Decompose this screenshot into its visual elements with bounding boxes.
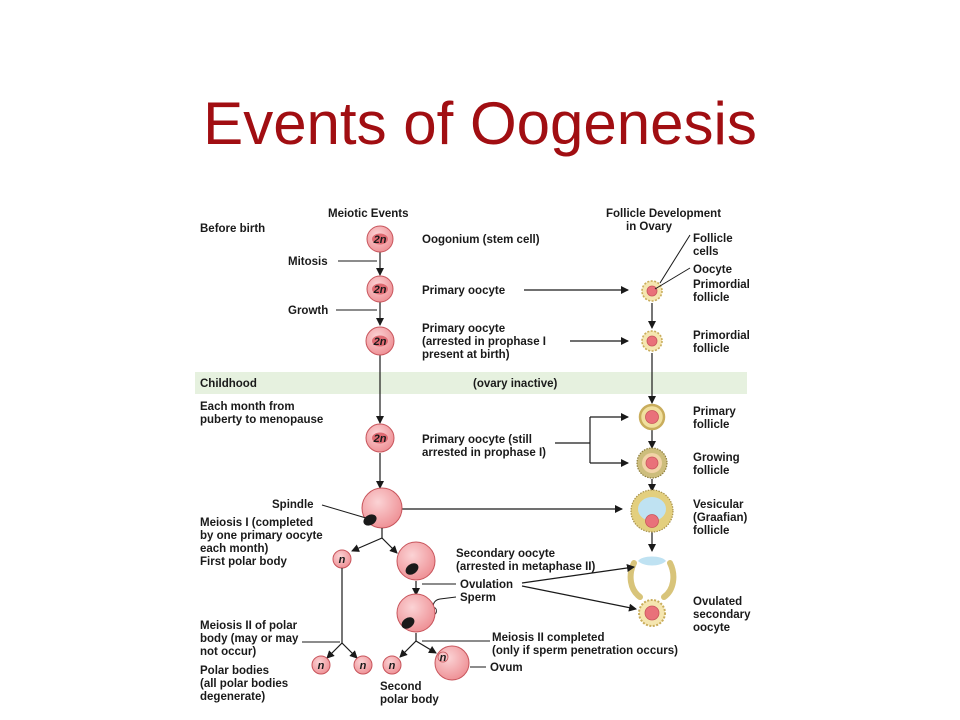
cell-secondary-oocyte-fertilized	[396, 593, 436, 633]
label-polar-bodies-line3: degenerate)	[200, 691, 265, 703]
label-mitosis: Mitosis	[288, 256, 328, 268]
follicle-ovulated-oocyte	[638, 599, 666, 627]
svg-text:n: n	[360, 660, 367, 672]
label-meiosis2-polar-line3: not occur)	[200, 646, 256, 658]
label-still-line1: Primary oocyte (still	[422, 434, 532, 446]
follicle-primordial-1	[641, 280, 663, 302]
arrow-to-polar-body-right	[341, 642, 358, 659]
label-arrested-line1: Primary oocyte	[422, 323, 505, 335]
header-in-ovary: in Ovary	[626, 221, 673, 233]
arrow-to-polar-body-left	[326, 642, 343, 659]
label-polar-bodies-line1: Polar bodies	[200, 665, 269, 677]
arrow-to-secondary-oocyte	[381, 537, 398, 554]
label-growing-follicle-line1: Growing	[693, 452, 740, 464]
cell-secondary-oocyte	[396, 541, 436, 581]
cell-polar-body-left: n	[311, 655, 331, 675]
follicle-ruptured	[627, 556, 677, 600]
arrow-to-ovum	[415, 640, 437, 654]
label-primary-follicle-line1: Primary	[693, 406, 736, 418]
label-second-polar-line2: polar body	[380, 694, 439, 706]
label-meiosis1-line3: each month)	[200, 543, 269, 555]
label-vesicular-line1: Vesicular	[693, 499, 744, 511]
cell-primary-oocyte: 2n	[366, 275, 394, 303]
svg-text:2n: 2n	[373, 336, 387, 348]
label-primary-oocyte: Primary oocyte	[422, 285, 505, 297]
header-meiotic-events: Meiotic Events	[328, 208, 409, 220]
follicle-primordial-2	[641, 330, 663, 352]
label-spindle: Spindle	[272, 499, 314, 511]
label-meiosis2-polar-line1: Meiosis II of polar	[200, 620, 298, 632]
oogenesis-diagram: Meiotic Events Follicle Development in O…	[195, 208, 751, 706]
label-growth: Growth	[288, 305, 328, 317]
label-sperm: Sperm	[460, 592, 496, 604]
stage-each-month-line2: puberty to menopause	[200, 414, 323, 426]
label-meiosis2-done-line1: Meiosis II completed	[492, 632, 604, 644]
arrow-to-first-polar-body	[351, 537, 383, 552]
stage-each-month-line1: Each month from	[200, 401, 295, 413]
label-primary-follicle-line2: follicle	[693, 419, 729, 431]
cell-oogonium: 2n	[366, 225, 394, 253]
follicle-growing	[636, 447, 668, 479]
stage-ovary-inactive: (ovary inactive)	[473, 378, 558, 390]
label-growing-follicle-line2: follicle	[693, 465, 729, 477]
sperm-icon	[432, 596, 457, 610]
label-follicle-cells-line2: cells	[693, 246, 719, 258]
svg-text:n: n	[440, 652, 447, 664]
svg-text:2n: 2n	[373, 433, 387, 445]
label-polar-bodies-line2: (all polar bodies	[200, 678, 288, 690]
svg-text:n: n	[389, 660, 396, 672]
label-first-polar-body: First polar body	[200, 556, 288, 568]
svg-text:n: n	[318, 660, 325, 672]
arrow-ovulation-to-ovulated	[521, 585, 637, 612]
cell-primary-oocyte-still-arrested: 2n	[365, 423, 395, 453]
svg-text:n: n	[339, 554, 346, 566]
label-oocyte: Oocyte	[693, 264, 732, 276]
label-second-polar-line1: Second	[380, 681, 422, 693]
label-meiosis2-done-line2: (only if sperm penetration occurs)	[492, 645, 678, 657]
label-meiosis1-line2: by one primary oocyte	[200, 530, 323, 542]
svg-text:2n: 2n	[373, 234, 387, 246]
label-primordial-1-line1: Primordial	[693, 279, 750, 291]
label-meiosis2-polar-line2: body (may or may	[200, 633, 299, 645]
cell-second-polar-body: n	[382, 655, 402, 675]
label-arrested-line2: (arrested in prophase I	[422, 336, 546, 348]
pointer-spindle	[321, 504, 367, 519]
label-primordial-2-line2: follicle	[693, 343, 729, 355]
cell-ovum: n	[434, 645, 470, 681]
header-follicle-development: Follicle Development	[606, 208, 721, 220]
label-vesicular-line2: (Graafian)	[693, 512, 747, 524]
label-follicle-cells-line1: Follicle	[693, 233, 733, 245]
arrow-to-second-polar-body	[399, 640, 417, 658]
label-still-line2: arrested in prophase I)	[422, 447, 546, 459]
label-ovulated-line1: Ovulated	[693, 596, 742, 608]
stage-childhood: Childhood	[200, 378, 257, 390]
label-ovum: Ovum	[490, 662, 523, 674]
follicle-vesicular	[630, 489, 674, 533]
label-arrested-line3: present at birth)	[422, 349, 510, 361]
label-ovulated-line2: secondary	[693, 609, 751, 621]
label-ovulation: Ovulation	[460, 579, 513, 591]
label-vesicular-line3: follicle	[693, 525, 729, 537]
pointer-follicle-cells	[659, 234, 691, 284]
slide-title: Events of Oogenesis	[203, 90, 757, 157]
label-secondary-line2: (arrested in metaphase II)	[456, 561, 595, 573]
cell-first-polar-body: n	[332, 549, 352, 569]
label-meiosis1-line1: Meiosis I (completed	[200, 517, 313, 529]
label-primordial-2-line1: Primordial	[693, 330, 750, 342]
cell-primary-oocyte-arrested: 2n	[365, 326, 395, 356]
pointer-oocyte	[654, 267, 691, 290]
svg-text:2n: 2n	[373, 284, 387, 296]
cell-polar-body-right: n	[353, 655, 373, 675]
label-oogonium: Oogonium (stem cell)	[422, 234, 540, 246]
arrow-ovulation-to-rupture	[521, 564, 635, 584]
childhood-band	[195, 372, 747, 394]
label-secondary-line1: Secondary oocyte	[456, 548, 555, 560]
stage-before-birth: Before birth	[200, 223, 265, 235]
follicle-primary	[638, 403, 666, 431]
label-ovulated-line3: oocyte	[693, 622, 730, 634]
label-primordial-1-line2: follicle	[693, 292, 729, 304]
cell-meiosis1	[361, 487, 403, 529]
